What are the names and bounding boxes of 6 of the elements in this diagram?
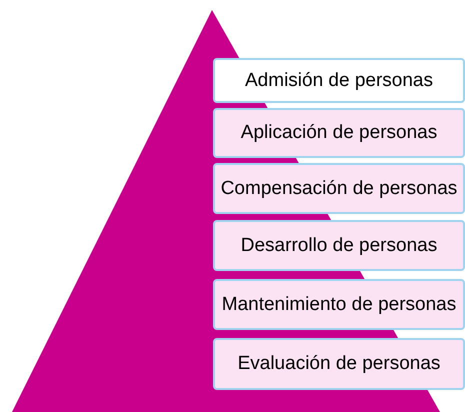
level-box: Evaluación de personas bbox=[213, 338, 465, 390]
level-box: Desarrollo de personas bbox=[213, 220, 465, 271]
level-box: Aplicación de personas bbox=[213, 108, 465, 158]
level-box: Mantenimiento de personas bbox=[213, 279, 465, 330]
level-box: Admisión de personas bbox=[213, 58, 465, 103]
level-box: Compensación de personas bbox=[213, 163, 465, 214]
